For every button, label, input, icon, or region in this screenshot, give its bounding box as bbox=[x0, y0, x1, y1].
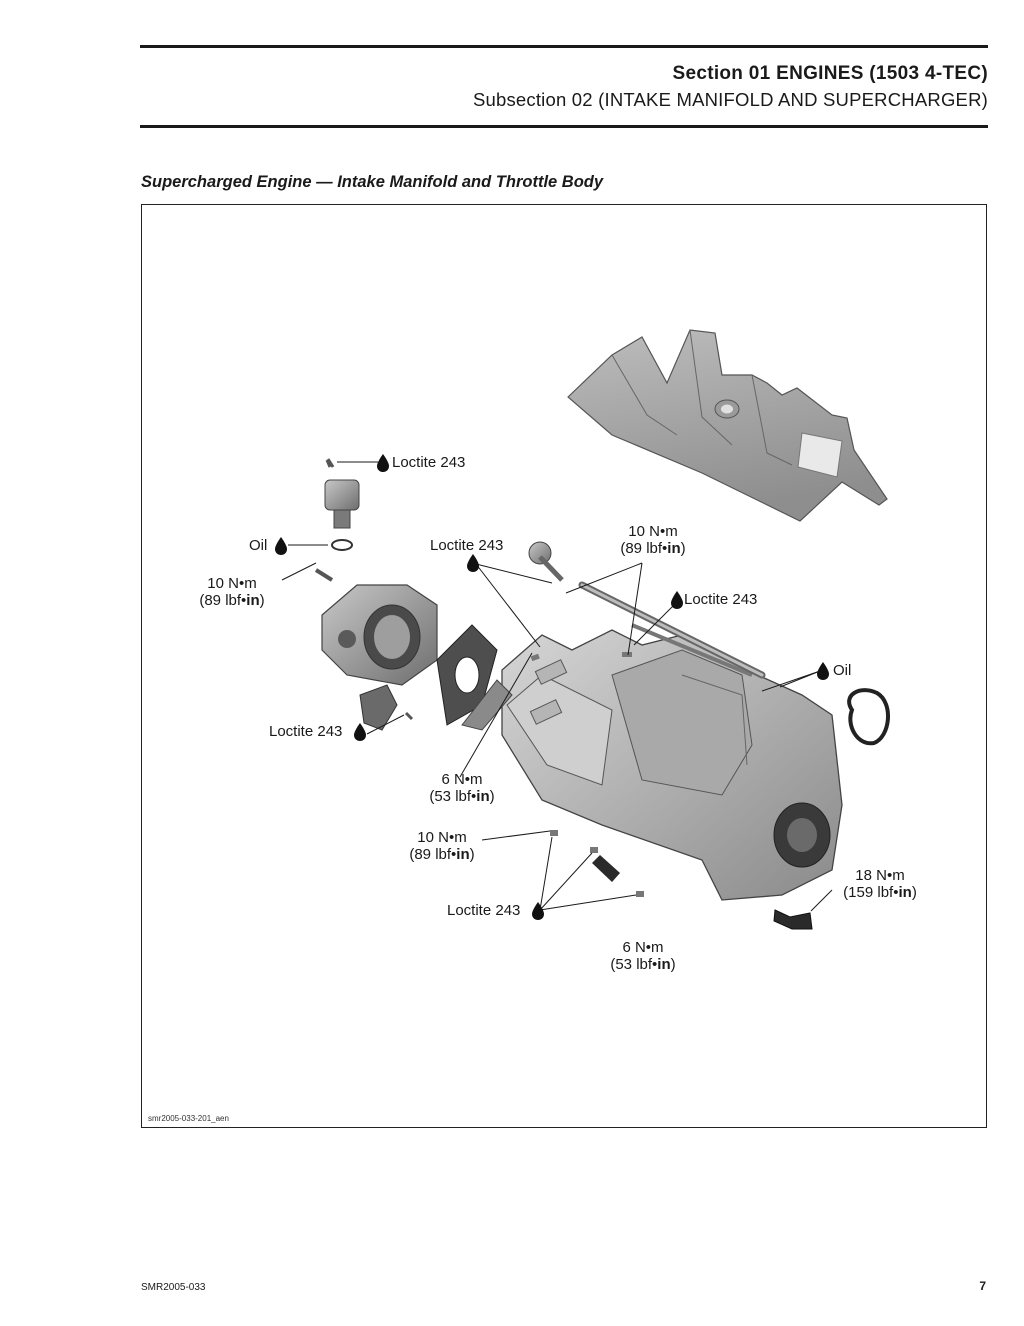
callout-torque-far-right: 18 N•m (159 lbf•in) bbox=[843, 867, 917, 901]
callout-loctite-top: Loctite 243 bbox=[392, 454, 466, 471]
drop-icon bbox=[377, 454, 389, 472]
callout-loctite-right: Loctite 243 bbox=[684, 591, 758, 608]
callout-torque-top-right: 10 N•m (89 lbf•in) bbox=[620, 523, 686, 557]
figure-caption: Supercharged Engine — Intake Manifold an… bbox=[141, 173, 604, 191]
drop-icon bbox=[467, 554, 479, 572]
drop-icon-symbols bbox=[275, 454, 829, 920]
figure-code: smr2005-033-201_aen bbox=[148, 1114, 229, 1123]
drop-icon bbox=[354, 723, 366, 741]
callout-loctite-left-low: Loctite 243 bbox=[269, 723, 343, 740]
intake-manifold bbox=[501, 623, 843, 901]
idle-air-control-valve bbox=[324, 459, 360, 551]
subsection-title: Subsection 02 (INTAKE MANIFOLD AND SUPER… bbox=[472, 89, 988, 110]
bracket bbox=[461, 679, 513, 731]
header-top-rule bbox=[140, 45, 988, 48]
temperature-sensor bbox=[773, 909, 813, 930]
callout-oil-right: Oil bbox=[833, 662, 852, 679]
document-code: SMR2005-033 bbox=[141, 1282, 206, 1293]
drop-icon bbox=[817, 662, 829, 680]
callout-torque-left: 10 N•m (89 lbf•in) bbox=[199, 575, 265, 609]
engine-cover bbox=[567, 329, 888, 522]
callout-loctite-mid: Loctite 243 bbox=[430, 537, 504, 554]
section-title: Section 01 ENGINES (1503 4-TEC) bbox=[672, 63, 988, 84]
throttle-body bbox=[321, 584, 438, 686]
header-bottom-rule bbox=[140, 125, 988, 128]
leader-lines bbox=[281, 461, 833, 912]
drop-icon bbox=[275, 537, 287, 555]
fasteners bbox=[314, 458, 644, 897]
engine-exploded-diagram bbox=[275, 329, 891, 930]
callout-loctite-bottom: Loctite 243 bbox=[447, 902, 521, 919]
throttle-position-sensor bbox=[359, 684, 414, 731]
exploded-view-figure: Loctite 243 Oil 10 N•m (89 lbf•in) Locti… bbox=[141, 204, 987, 1128]
o-ring bbox=[847, 688, 891, 746]
drop-icon bbox=[532, 902, 544, 920]
drop-icon bbox=[671, 591, 683, 609]
callout-torque-lower: 10 N•m (89 lbf•in) bbox=[409, 829, 475, 863]
callout-torque-center: 6 N•m (53 lbf•in) bbox=[429, 771, 495, 805]
fuel-rail bbox=[528, 541, 766, 679]
callout-torque-bottom: 6 N•m (53 lbf•in) bbox=[610, 939, 676, 973]
callout-oil-left: Oil bbox=[249, 537, 268, 554]
page-number: 7 bbox=[979, 1279, 986, 1293]
